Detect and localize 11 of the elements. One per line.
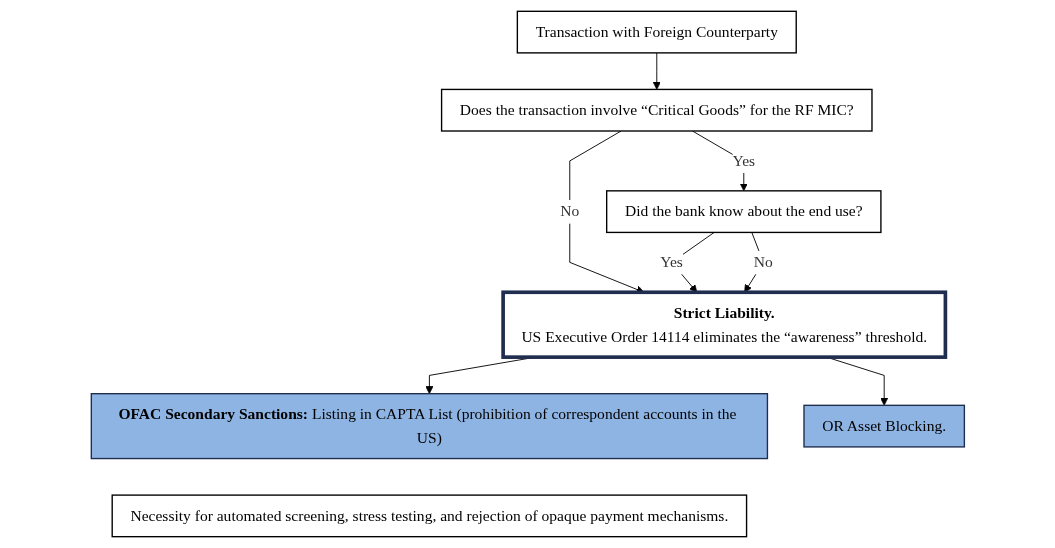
node-box: Does the transaction involve “Critical Goods” for the RF MIC? [440,88,873,132]
node-box: OR Asset Blocking. [802,404,965,448]
edge-label: No [559,202,579,221]
node-box: Necessity for automated screening, stress testing, and rejection of opaque payment mechanisms. [111,494,747,538]
node-box: OFAC Secondary Sanctions: Listing in CAPTA List (prohibition of correspondent accounts in the US) [90,393,768,460]
edge-label: Yes [732,152,755,170]
edge-label: Yes [659,253,683,271]
node-box: Strict Liability. US Executive Order 14114 eliminates the “awareness” threshold. [500,290,947,359]
node-box: Transaction with Foreign Counterparty [516,10,797,54]
edge-label: No [753,253,773,271]
node-box: Did the bank know about the end use? [605,190,882,234]
